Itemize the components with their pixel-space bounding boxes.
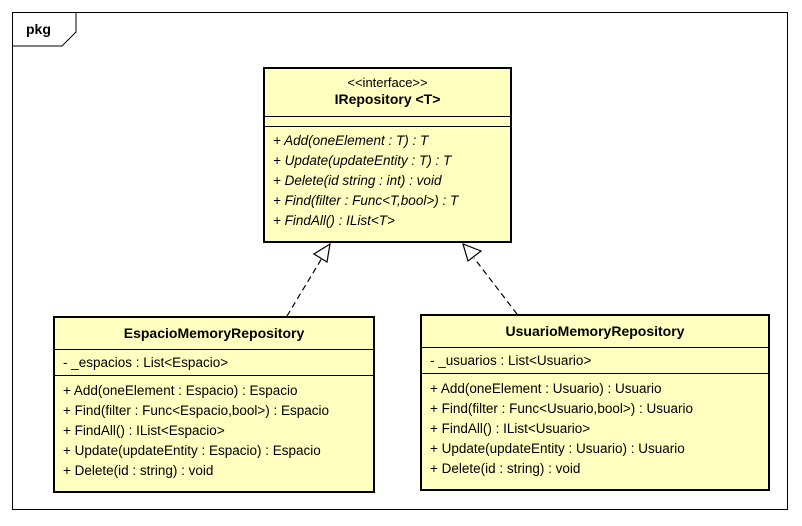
attribute-row: - _espacios : List<Espacio>: [63, 355, 229, 370]
operation-row: + Update(updateEntity : T) : T: [273, 153, 452, 168]
attribute-row: - _usuarios : List<Usuario>: [430, 353, 592, 368]
realization-arrowhead-espacio: [312, 242, 331, 263]
class-header: <<interface>> IRepository <T>: [265, 69, 510, 117]
operation-row: + Find(filter : Func<T,bool>) : T: [273, 193, 459, 208]
operation-row: + Find(filter : Func<Usuario,bool>) : Us…: [430, 401, 693, 416]
operation-row: + FindAll() : IList<Espacio>: [63, 423, 225, 438]
package-frame: [12, 12, 788, 510]
package-tab: [12, 12, 77, 47]
attributes-compartment: [265, 117, 510, 127]
usuario-memory-repository-class[interactable]: UsuarioMemoryRepository - _usuarios : Li…: [420, 314, 770, 491]
operation-row: + Delete(id : string) : void: [63, 463, 214, 478]
realization-line-usuario: [473, 257, 518, 315]
operation-row: + FindAll() : IList<T>: [273, 213, 395, 228]
espacio-memory-repository-class[interactable]: EspacioMemoryRepository - _espacios : Li…: [53, 316, 375, 493]
operation-row: + Update(updateEntity : Usuario) : Usuar…: [430, 441, 685, 456]
operation-row: + Delete(id : string) : void: [430, 461, 581, 476]
class-name: EspacioMemoryRepository: [123, 325, 305, 341]
operation-row: + FindAll() : IList<Usuario>: [430, 421, 591, 436]
stereotype-label: <<interface>>: [347, 75, 428, 90]
operations-compartment: + Add(oneElement : T) : T + Update(updat…: [265, 127, 510, 231]
package-label: pkg: [26, 21, 51, 37]
class-name: IRepository <T>: [334, 91, 441, 107]
operation-row: + Delete(id string : int) : void: [273, 173, 442, 188]
irepository-interface[interactable]: <<interface>> IRepository <T> + Add(oneE…: [263, 67, 512, 243]
operation-row: + Find(filter : Func<Espacio,bool>) : Es…: [63, 403, 330, 418]
class-name: UsuarioMemoryRepository: [505, 323, 685, 339]
realization-line-espacio: [286, 257, 323, 317]
class-header: EspacioMemoryRepository: [55, 318, 373, 350]
operations-compartment: + Add(oneElement : Usuario) : Usuario + …: [422, 374, 768, 479]
operations-compartment: + Add(oneElement : Espacio) : Espacio + …: [55, 376, 373, 481]
operation-row: + Update(updateEntity : Espacio) : Espac…: [63, 443, 321, 458]
class-header: UsuarioMemoryRepository: [422, 316, 768, 348]
attributes-compartment: - _espacios : List<Espacio>: [55, 350, 373, 376]
operation-row: + Add(oneElement : Usuario) : Usuario: [430, 381, 662, 396]
operation-row: + Add(oneElement : Espacio) : Espacio: [63, 383, 298, 398]
attributes-compartment: - _usuarios : List<Usuario>: [422, 348, 768, 374]
operation-row: + Add(oneElement : T) : T: [273, 133, 429, 148]
realization-arrowhead-usuario: [462, 242, 483, 263]
